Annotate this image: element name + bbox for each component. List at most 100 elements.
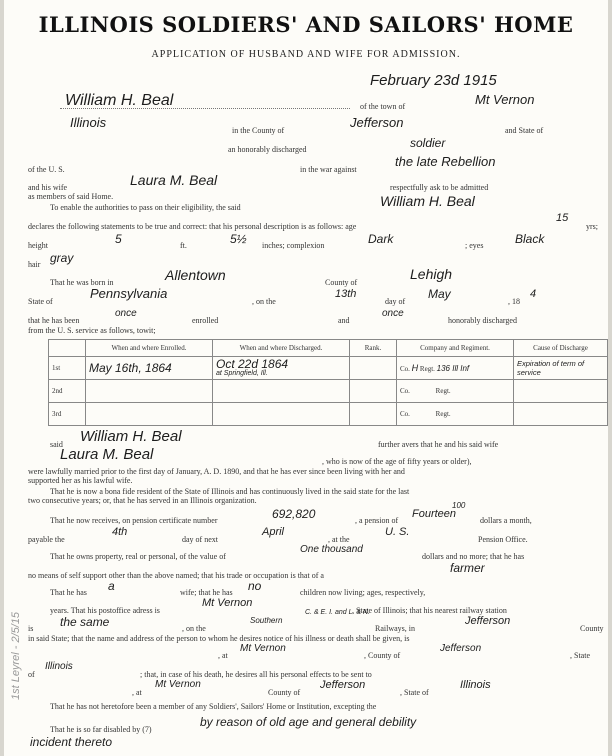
label-birth-state: State of <box>28 297 53 306</box>
payable-day: 4th <box>112 526 128 538</box>
label-pension-cert: That he now receives, on pension certifi… <box>50 516 218 525</box>
regt-label: Regt. <box>435 387 451 395</box>
form-subtitle: APPLICATION OF HUSBAND AND WIFE FOR ADMI… <box>151 49 461 60</box>
label-railways-in: Railways, in <box>375 624 415 633</box>
label-and: and <box>338 316 350 325</box>
applicant-county: Jefferson <box>350 115 404 130</box>
label-is: is <box>28 624 34 633</box>
label-enable: To enable the authorities to pass on the… <box>50 203 241 212</box>
applicant-name: William H. Beal <box>65 92 174 109</box>
empty-cell <box>85 402 213 426</box>
co-label: Co. <box>400 387 410 395</box>
label-respectfully: respectfully ask to be admitted <box>390 183 489 192</box>
table-header-blank <box>48 339 86 357</box>
label-born: That he was born in <box>50 278 114 287</box>
effects-town: Mt Vernon <box>155 679 201 690</box>
label-on-the: , on the <box>252 297 276 306</box>
handwritten-date: February 23d 1915 <box>370 72 497 89</box>
label-of: of <box>28 670 35 679</box>
label-war: in the war against <box>300 165 357 174</box>
effects-state: Illinois <box>460 679 491 691</box>
label-postoffice: years. That his postoffice adress is <box>50 606 160 615</box>
label-railway-station: , State of Illinois; that his nearest ra… <box>352 606 507 615</box>
birth-year: 4 <box>530 288 537 300</box>
label-day-of: day of <box>385 297 406 306</box>
postoffice-value: Mt Vernon <box>202 597 253 609</box>
form-title: ILLINOIS SOLDIERS' AND SAILORS' HOME <box>38 12 574 37</box>
table-header-rank: Rank. <box>349 339 397 357</box>
row-label: 2nd <box>48 379 86 403</box>
trade-value: farmer <box>450 561 485 575</box>
label-said: said <box>50 440 63 449</box>
regt-label: Regt. <box>419 365 435 373</box>
label-married: were lawfully married prior to the first… <box>28 467 405 476</box>
said-name: William H. Beal <box>80 428 182 445</box>
children-value: no <box>248 579 262 593</box>
label-pension-of: , a pension of <box>355 516 399 525</box>
company-cell: Co. H Regt. 136 Ill Inf <box>396 356 514 380</box>
height-inches: 5½ <box>230 232 247 246</box>
pension-amount: 100 <box>452 501 466 510</box>
label-members: as members of said Home. <box>28 192 114 201</box>
label-complexion: inches; complexion <box>262 241 325 250</box>
applicant-age: 15 <box>556 212 569 224</box>
empty-cell <box>349 379 397 403</box>
table-header-enrolled: When and where Enrolled. <box>85 339 213 357</box>
applicant-name-2: William H. Beal <box>380 193 475 209</box>
label-us: of the U. S. <box>28 165 65 174</box>
enrolled-cell: May 16th, 1864 <box>85 356 213 380</box>
discharged-count: once <box>382 308 404 319</box>
label-honorably: honorably discharged <box>448 316 517 325</box>
name-line <box>60 108 350 109</box>
label-supported: supported her as his lawful wife. <box>28 476 133 485</box>
label-declares: declares the following statements to be … <box>28 222 357 231</box>
label-self-support: no means of self support other than the … <box>28 571 324 580</box>
label-effects: ; that, in case of his death, he desires… <box>140 670 372 679</box>
cause-value: Expiration of term of service <box>517 359 585 377</box>
label-dollars-no-more: dollars and no more; that he has <box>422 552 525 561</box>
empty-cell <box>513 379 608 403</box>
label-on-the-railway: , on the <box>182 624 206 633</box>
label-day-next: day of next <box>182 535 218 544</box>
birth-town: Allentown <box>165 267 226 283</box>
table-header-cause: Cause of Discharge <box>513 339 608 357</box>
railway-value-2: Southern <box>250 616 283 625</box>
wife-name: Laura M. Beal <box>130 172 218 188</box>
regt-label: Regt. <box>435 410 451 418</box>
label-ft: ft. <box>180 241 187 250</box>
pension-words: Fourteen <box>412 508 457 520</box>
label-height: height <box>28 241 48 250</box>
label-county-of-1: , County of <box>364 651 401 660</box>
label-yrs: yrs; <box>586 222 598 231</box>
birth-day: 13th <box>335 288 357 300</box>
empty-cell <box>212 402 350 426</box>
height-feet: 5 <box>115 232 122 246</box>
table-row: 1st May 16th, 1864 Oct 22d 1864 at Sprin… <box>48 356 608 380</box>
war-name: the late Rebellion <box>395 154 496 169</box>
label-ages: children now living; ages, respectively, <box>300 588 426 597</box>
label-at-2: , at <box>132 688 142 697</box>
station-value: the same <box>60 615 110 629</box>
enrolled-count: once <box>115 308 137 319</box>
label-hair: hair <box>28 260 41 269</box>
payable-month: April <box>262 526 285 538</box>
discharged-cell: Oct 22d 1864 at Springfield, Ill. <box>212 356 350 380</box>
label-wife: and his wife <box>28 183 68 192</box>
applicant-rank: soldier <box>410 136 446 150</box>
wife-name-2: Laura M. Beal <box>60 446 154 463</box>
hair-value: gray <box>50 251 74 265</box>
label-county-of-2: County of <box>268 688 301 697</box>
birth-county: Lehigh <box>410 266 453 282</box>
birth-month: May <box>428 287 451 301</box>
label-18: , 18 <box>508 297 520 306</box>
has-wife-value: a <box>108 579 115 593</box>
label-enrolled: enrolled <box>192 316 219 325</box>
label-eyes: ; eyes <box>465 241 484 250</box>
complexion-value: Dark <box>368 232 394 246</box>
label-has-been: that he has been <box>28 316 80 325</box>
rank-cell <box>349 356 397 380</box>
label-not-member: That he has not heretofore been a member… <box>50 702 377 711</box>
property-value: One thousand <box>300 544 363 555</box>
row-label: 3rd <box>48 402 86 426</box>
